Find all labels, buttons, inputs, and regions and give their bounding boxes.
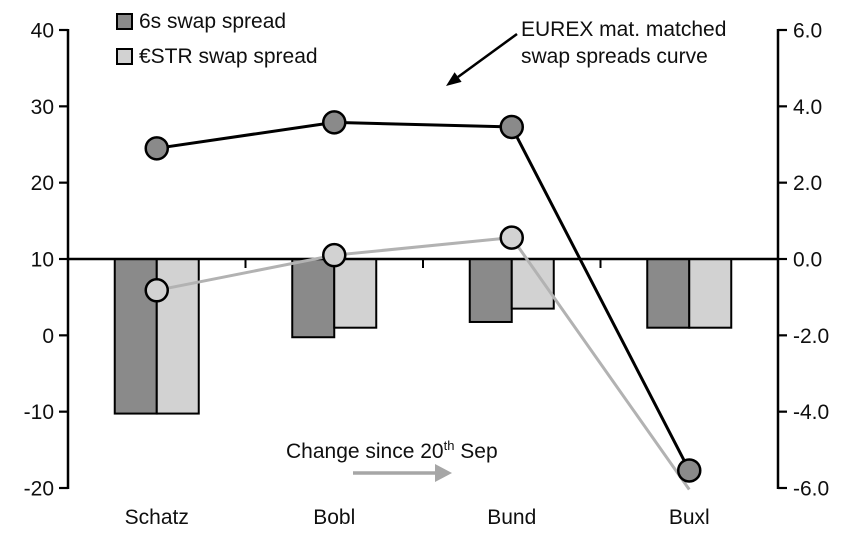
bar-6s-bund <box>468 258 513 323</box>
legend-label-6s: 6s swap spread <box>139 9 287 33</box>
change-arrow-icon <box>353 464 452 482</box>
bar-estr-buxl <box>688 258 733 329</box>
bars-annotation-sup: th <box>443 438 455 453</box>
category-label-bobl: Bobl <box>313 506 355 529</box>
category-label-bund: Bund <box>487 506 536 529</box>
left-axis-tick-label: -10 <box>24 401 54 424</box>
right-axis-tick-label: -6.0 <box>793 478 829 501</box>
legend-item-6s: 6s swap spread <box>116 4 318 39</box>
marker-6s-bund <box>499 114 524 140</box>
right-axis-tick-label: -4.0 <box>793 401 829 424</box>
line-6s <box>156 120 691 472</box>
right-axis-tick-label: 2.0 <box>793 172 822 195</box>
bar-6s-buxl <box>646 258 691 329</box>
right-axis-tick-label: 4.0 <box>793 96 822 119</box>
marker-estr-bund <box>499 225 524 250</box>
legend-label-estr: €STR swap spread <box>139 44 318 68</box>
right-axis-tick-label: -2.0 <box>793 325 829 348</box>
bars-annotation: Change since 20th Sep <box>286 438 498 464</box>
marker-6s-schatz <box>144 136 169 161</box>
left-axis-tick-label: -20 <box>24 478 54 501</box>
curve-annotation-arrow <box>446 32 518 86</box>
marker-6s-buxl <box>677 458 702 483</box>
line-estr <box>156 236 691 491</box>
right-axis-tick-label: 6.0 <box>793 20 822 43</box>
left-axis-tick-label: 20 <box>31 172 54 195</box>
marker-estr-schatz <box>144 278 169 303</box>
category-label-buxl: Buxl <box>669 506 710 529</box>
category-label-schatz: Schatz <box>125 506 189 529</box>
bar-6s-bobl <box>291 258 336 339</box>
curve-annotation: EUREX mat. matched swap spreads curve <box>521 16 726 70</box>
left-axis-tick-label: 30 <box>31 96 54 119</box>
left-axis-tick-label: 0 <box>42 325 54 348</box>
bars-annotation-suffix: Sep <box>454 440 498 463</box>
curve-annotation-line1: EUREX mat. matched <box>521 18 727 41</box>
legend-swatch-6s-icon <box>116 13 133 30</box>
bars-annotation-prefix: Change since 20 <box>286 440 444 463</box>
curve-annotation-line2: swap spreads curve <box>521 45 708 68</box>
legend: 6s swap spread €STR swap spread <box>116 4 318 74</box>
bar-estr-bobl <box>333 258 378 329</box>
legend-item-estr: €STR swap spread <box>116 39 318 74</box>
marker-6s-bobl <box>322 110 347 135</box>
legend-swatch-estr-icon <box>116 48 133 65</box>
left-axis-tick-label: 10 <box>31 249 54 272</box>
left-axis-tick-label: 40 <box>31 20 54 43</box>
marker-estr-bobl <box>322 242 347 268</box>
right-axis-tick-label: 0.0 <box>793 249 822 272</box>
